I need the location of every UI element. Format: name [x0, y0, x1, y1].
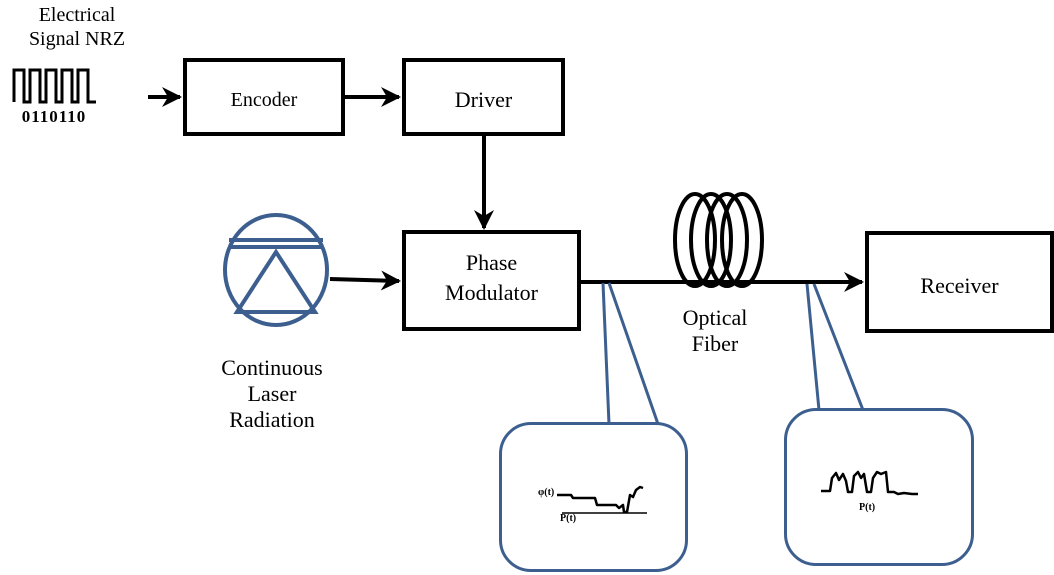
phase-waveform-plot: [557, 485, 647, 514]
phase-trace: [557, 485, 644, 514]
power-waveform-plot: [821, 470, 918, 496]
fiber-caption-line1: Optical: [682, 305, 748, 330]
laser-caption-line3: Radiation: [229, 406, 315, 432]
receiver-label: Receiver: [920, 273, 999, 298]
arrow-laser-to-modulator: [329, 270, 401, 291]
laser-caption-line1: Continuous: [221, 355, 323, 380]
phase-label: φ(t): [538, 487, 555, 498]
phase-waveform-callout: φ(t) P(t): [499, 422, 688, 572]
input-label-line2: Signal NRZ: [28, 27, 126, 50]
laser-caption: Continuous Laser Radiation: [192, 355, 352, 433]
modulator-label-line1: Phase: [465, 250, 518, 275]
phase-power-label: P(t): [560, 513, 577, 524]
encoder-label: Encoder: [230, 89, 298, 111]
fiber-caption: Optical Fiber: [660, 305, 770, 357]
input-label-line1: Electrical: [38, 4, 116, 26]
input-bit-sequence: 0110110: [21, 107, 87, 126]
laser-caption-line2: Laser: [247, 380, 297, 406]
callout-pointer-power: [805, 283, 865, 411]
phase-modulator-block: Phase Modulator: [402, 230, 581, 331]
receiver-block: Receiver: [865, 231, 1054, 333]
fiber-coil-icon: [673, 192, 764, 288]
power-label: P(t): [859, 502, 876, 513]
input-signal-label: Electrical Signal NRZ: [22, 4, 132, 51]
laser-source-icon: [223, 213, 329, 327]
fiber-caption-line2: Fiber: [691, 330, 739, 356]
modulator-label-line2: Modulator: [445, 280, 538, 305]
encoder-block: Encoder: [183, 58, 345, 136]
driver-label: Driver: [454, 87, 513, 112]
power-trace: [821, 470, 918, 496]
power-waveform-callout: P(t): [784, 408, 974, 566]
nrz-waveform-icon: [12, 68, 96, 104]
callout-pointer-phase: [601, 282, 660, 425]
driver-block: Driver: [402, 58, 565, 136]
